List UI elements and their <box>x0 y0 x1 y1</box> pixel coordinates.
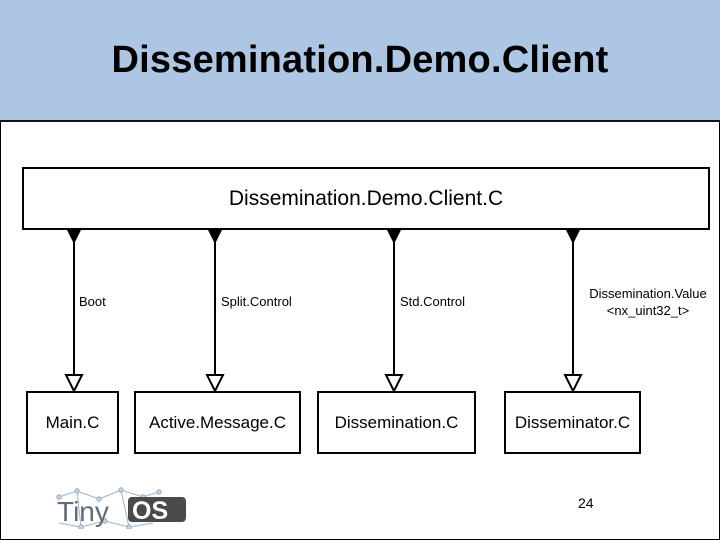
component-box-disseminator: Disseminator.C <box>504 391 641 454</box>
interface-label-std-control: Std.Control <box>400 294 466 309</box>
wire-arrow-user-split-control <box>205 374 225 394</box>
component-label-top: Dissemination.Demo.Client.C <box>228 186 504 210</box>
title-banner: Dissemination.Demo.Client <box>0 0 720 122</box>
wire-arrow-provider-boot <box>66 228 82 244</box>
wire-arrow-user-dissemination-value <box>563 374 583 394</box>
wire-arrow-user-std-control <box>384 374 404 394</box>
slide-title: Dissemination.Demo.Client <box>111 38 609 81</box>
wire-arrow-provider-std-control <box>386 228 402 244</box>
component-label-main: Main.C <box>45 412 100 432</box>
component-label-active-message: Active.Message.C <box>149 412 286 432</box>
interface-label-line-2: <nx_uint32_t> <box>606 303 690 318</box>
wire-split-control <box>205 228 225 394</box>
page-number: 24 <box>578 495 594 511</box>
component-box-dissemination: Dissemination.C <box>317 391 476 454</box>
wire-arrow-provider-split-control <box>207 228 223 244</box>
svg-text:OS: OS <box>132 497 168 525</box>
wire-arrow-provider-dissemination-value <box>565 228 581 244</box>
interface-label-dissemination-value: Dissemination.Value <nx_uint32_t> <box>583 285 713 319</box>
wire-dissemination-value <box>563 228 583 394</box>
svg-text:Tiny: Tiny <box>57 496 109 527</box>
component-label-disseminator: Disseminator.C <box>514 412 631 432</box>
wire-std-control <box>384 228 404 394</box>
component-label-dissemination: Dissemination.C <box>334 412 459 432</box>
interface-label-split-control: Split.Control <box>221 294 292 309</box>
component-box-active-message: Active.Message.C <box>134 391 301 454</box>
component-box-main: Main.C <box>26 391 119 454</box>
component-box-top: Dissemination.Demo.Client.C <box>22 167 710 230</box>
wire-arrow-user-boot <box>64 374 84 394</box>
tinyos-logo: Tiny OS <box>56 487 186 529</box>
interface-label-line-1: Dissemination.Value <box>589 286 707 301</box>
interface-label-boot: Boot <box>79 294 106 309</box>
wire-boot <box>64 228 84 394</box>
